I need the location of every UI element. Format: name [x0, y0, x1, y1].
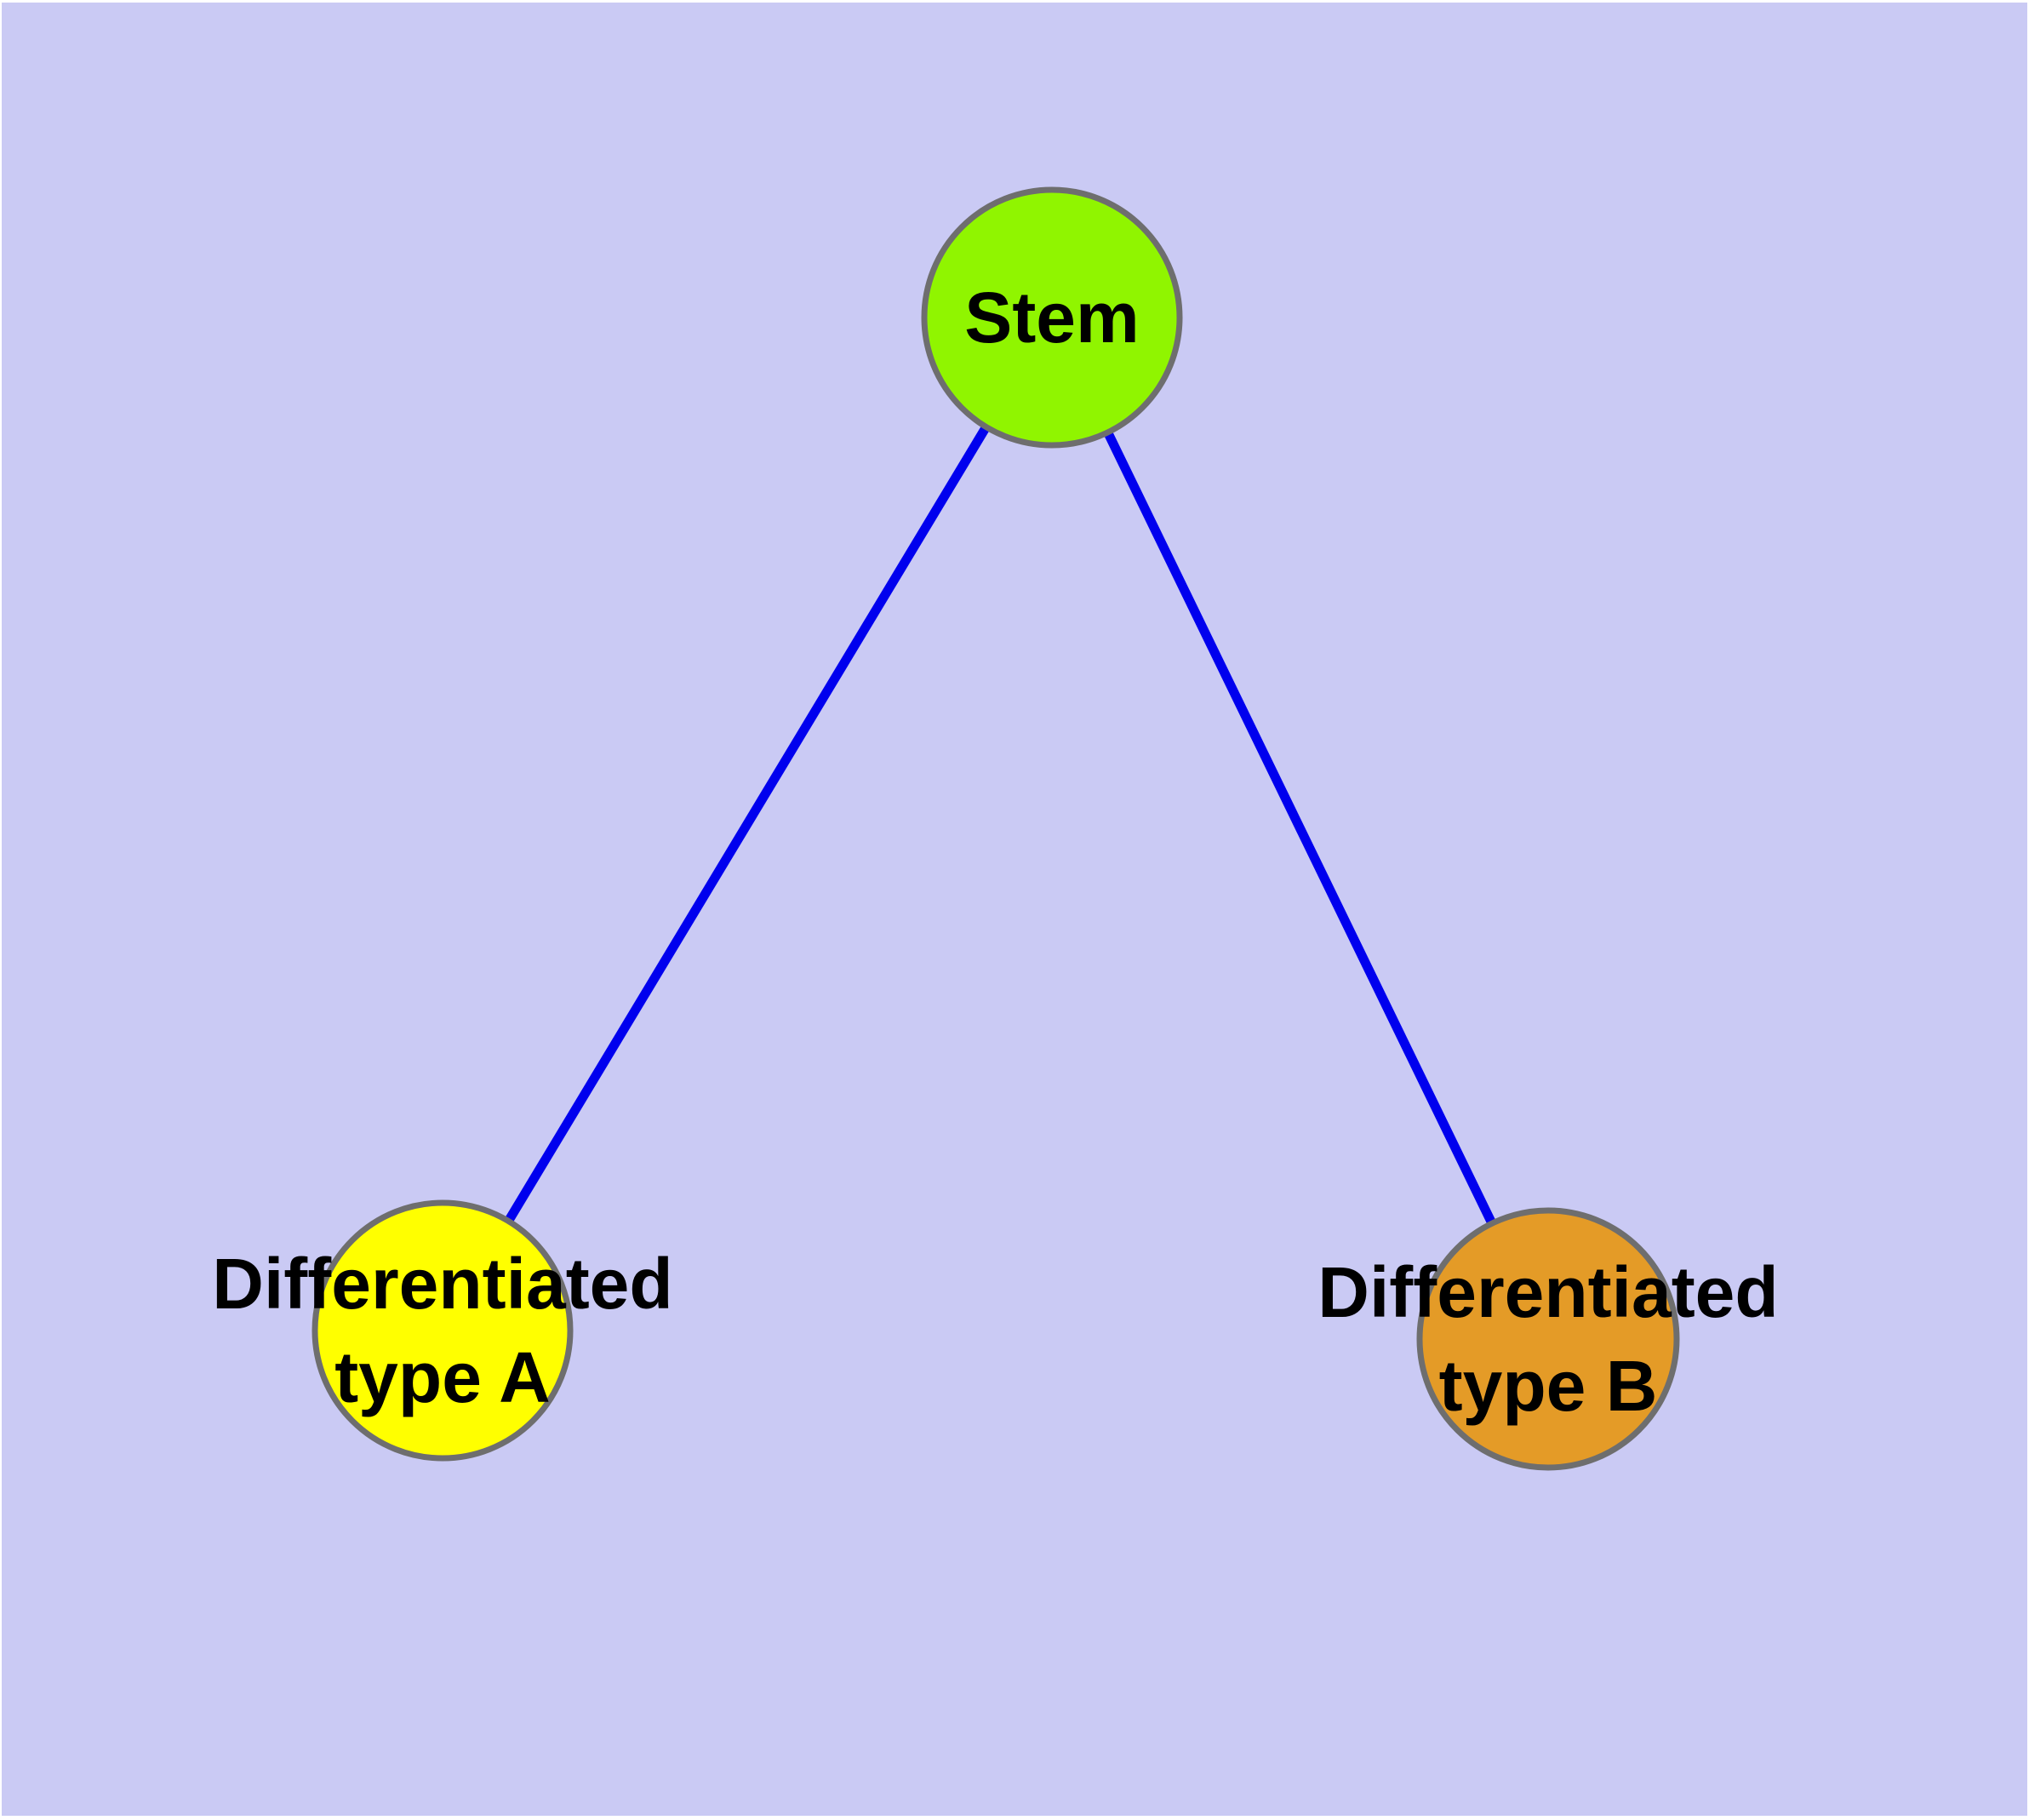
nodes-layer [311, 186, 1680, 1471]
node-label-differentiated-type-a-line-2: type A [334, 1337, 551, 1417]
node-label-differentiated-type-b-line-2: type B [1439, 1346, 1658, 1426]
edges-layer [438, 315, 1552, 1342]
edge-stem-to-differentiated-type-b [1048, 315, 1552, 1342]
node-differentiated-type-b [1416, 1207, 1680, 1471]
node-stem [921, 186, 1183, 449]
edge-stem-to-differentiated-type-a [438, 315, 1056, 1333]
node-label-stem-line-1: Stem [964, 278, 1139, 358]
node-label-differentiated-type-b-line-1: Differentiated [1317, 1252, 1778, 1332]
node-differentiated-type-a [311, 1199, 574, 1462]
node-label-differentiated-type-a-line-1: Differentiated [212, 1244, 672, 1324]
